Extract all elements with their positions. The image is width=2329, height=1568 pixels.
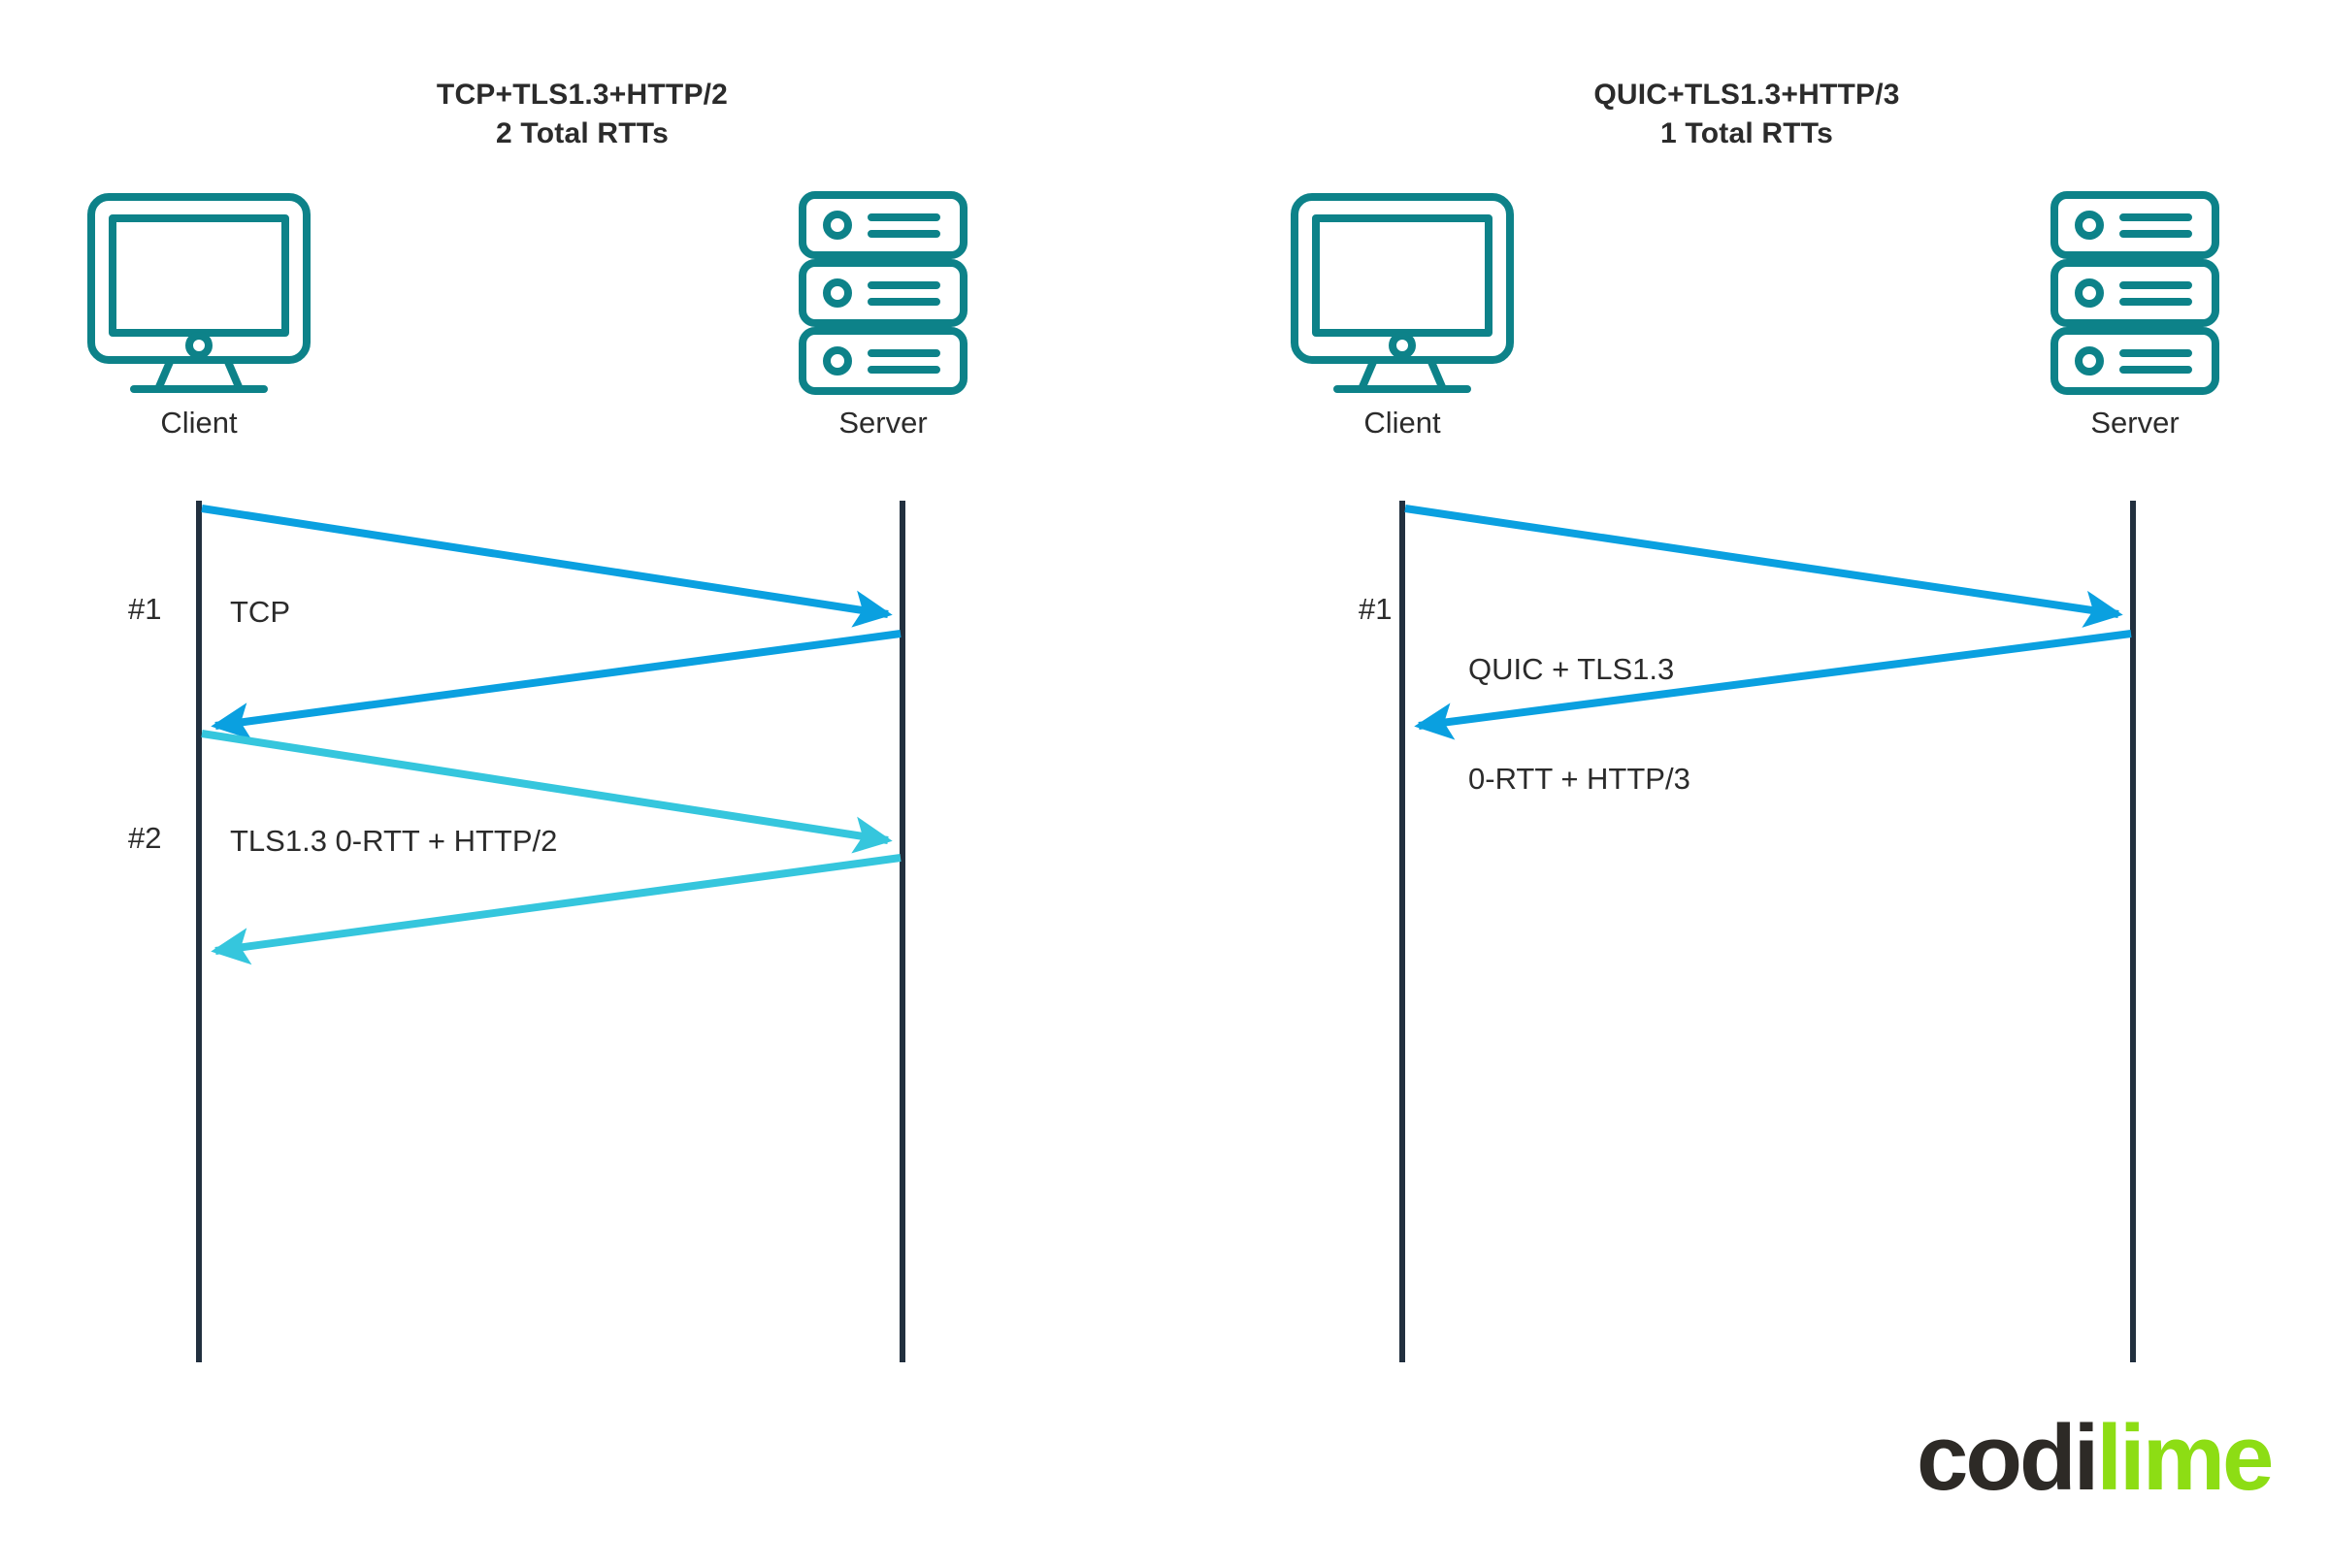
node-server-quic-label: Server <box>2090 406 2180 440</box>
node-server-quic: Server <box>2009 189 2261 438</box>
node-client-tcp-label: Client <box>160 406 238 440</box>
node-server-tcp-label: Server <box>838 406 928 440</box>
desktop-monitor-icon <box>73 189 325 398</box>
rtt-number-tcp-1: #1 <box>128 592 162 626</box>
node-client-tcp: Client <box>73 189 325 438</box>
arrow-quic-rtt1-response <box>1414 630 2132 740</box>
arrow-tcp-rtt2-response <box>211 854 902 965</box>
panel-quic-title-line2: 1 Total RTTs <box>1660 116 1833 149</box>
arrow-tcp-rtt1-request <box>201 505 893 628</box>
node-server-tcp: Server <box>757 189 1009 438</box>
panel-quic: QUIC+TLS1.3+HTTP/3 1 Total RTTs <box>1164 0 2329 1568</box>
rtt-label-quic-1: QUIC + TLS1.3 0-RTT + HTTP/3 <box>1468 577 1690 871</box>
arrow-quic-rtt1-request <box>1404 505 2123 628</box>
sequence-arrows-tcp <box>196 501 905 1362</box>
rtt-label-quic-1-line1: QUIC + TLS1.3 <box>1468 651 1675 686</box>
rtt-label-tcp-1: TCP <box>230 595 290 629</box>
arrow-tcp-rtt2-request <box>201 730 893 854</box>
panel-tcp-title: TCP+TLS1.3+HTTP/2 2 Total RTTs <box>0 76 1164 153</box>
logo-text-lime: lime <box>2096 1406 2274 1510</box>
node-client-quic: Client <box>1276 189 1528 438</box>
rtt-number-quic-1: #1 <box>1359 592 1393 626</box>
codilime-logo: codilime <box>1917 1412 2274 1505</box>
node-client-quic-label: Client <box>1363 406 1441 440</box>
rtt-label-quic-1-line2: 0-RTT + HTTP/3 <box>1468 762 1690 797</box>
panel-quic-title-line1: QUIC+TLS1.3+HTTP/3 <box>1593 79 1900 111</box>
panel-quic-title: QUIC+TLS1.3+HTTP/3 1 Total RTTs <box>1164 76 2329 153</box>
logo-text-codi: codi <box>1917 1406 2099 1510</box>
server-rack-icon <box>2009 189 2261 398</box>
panel-tcp-title-line1: TCP+TLS1.3+HTTP/2 <box>436 79 729 111</box>
panel-tcp-title-line2: 2 Total RTTs <box>496 116 669 149</box>
rtt-number-tcp-2: #2 <box>128 821 162 855</box>
server-rack-icon <box>757 189 1009 398</box>
rtt-label-tcp-2: TLS1.3 0-RTT + HTTP/2 <box>230 824 558 858</box>
panel-tcp: TCP+TLS1.3+HTTP/2 2 Total RTTs Client <box>0 0 1164 1568</box>
desktop-monitor-icon <box>1276 189 1528 398</box>
arrow-tcp-rtt1-response <box>211 630 902 740</box>
